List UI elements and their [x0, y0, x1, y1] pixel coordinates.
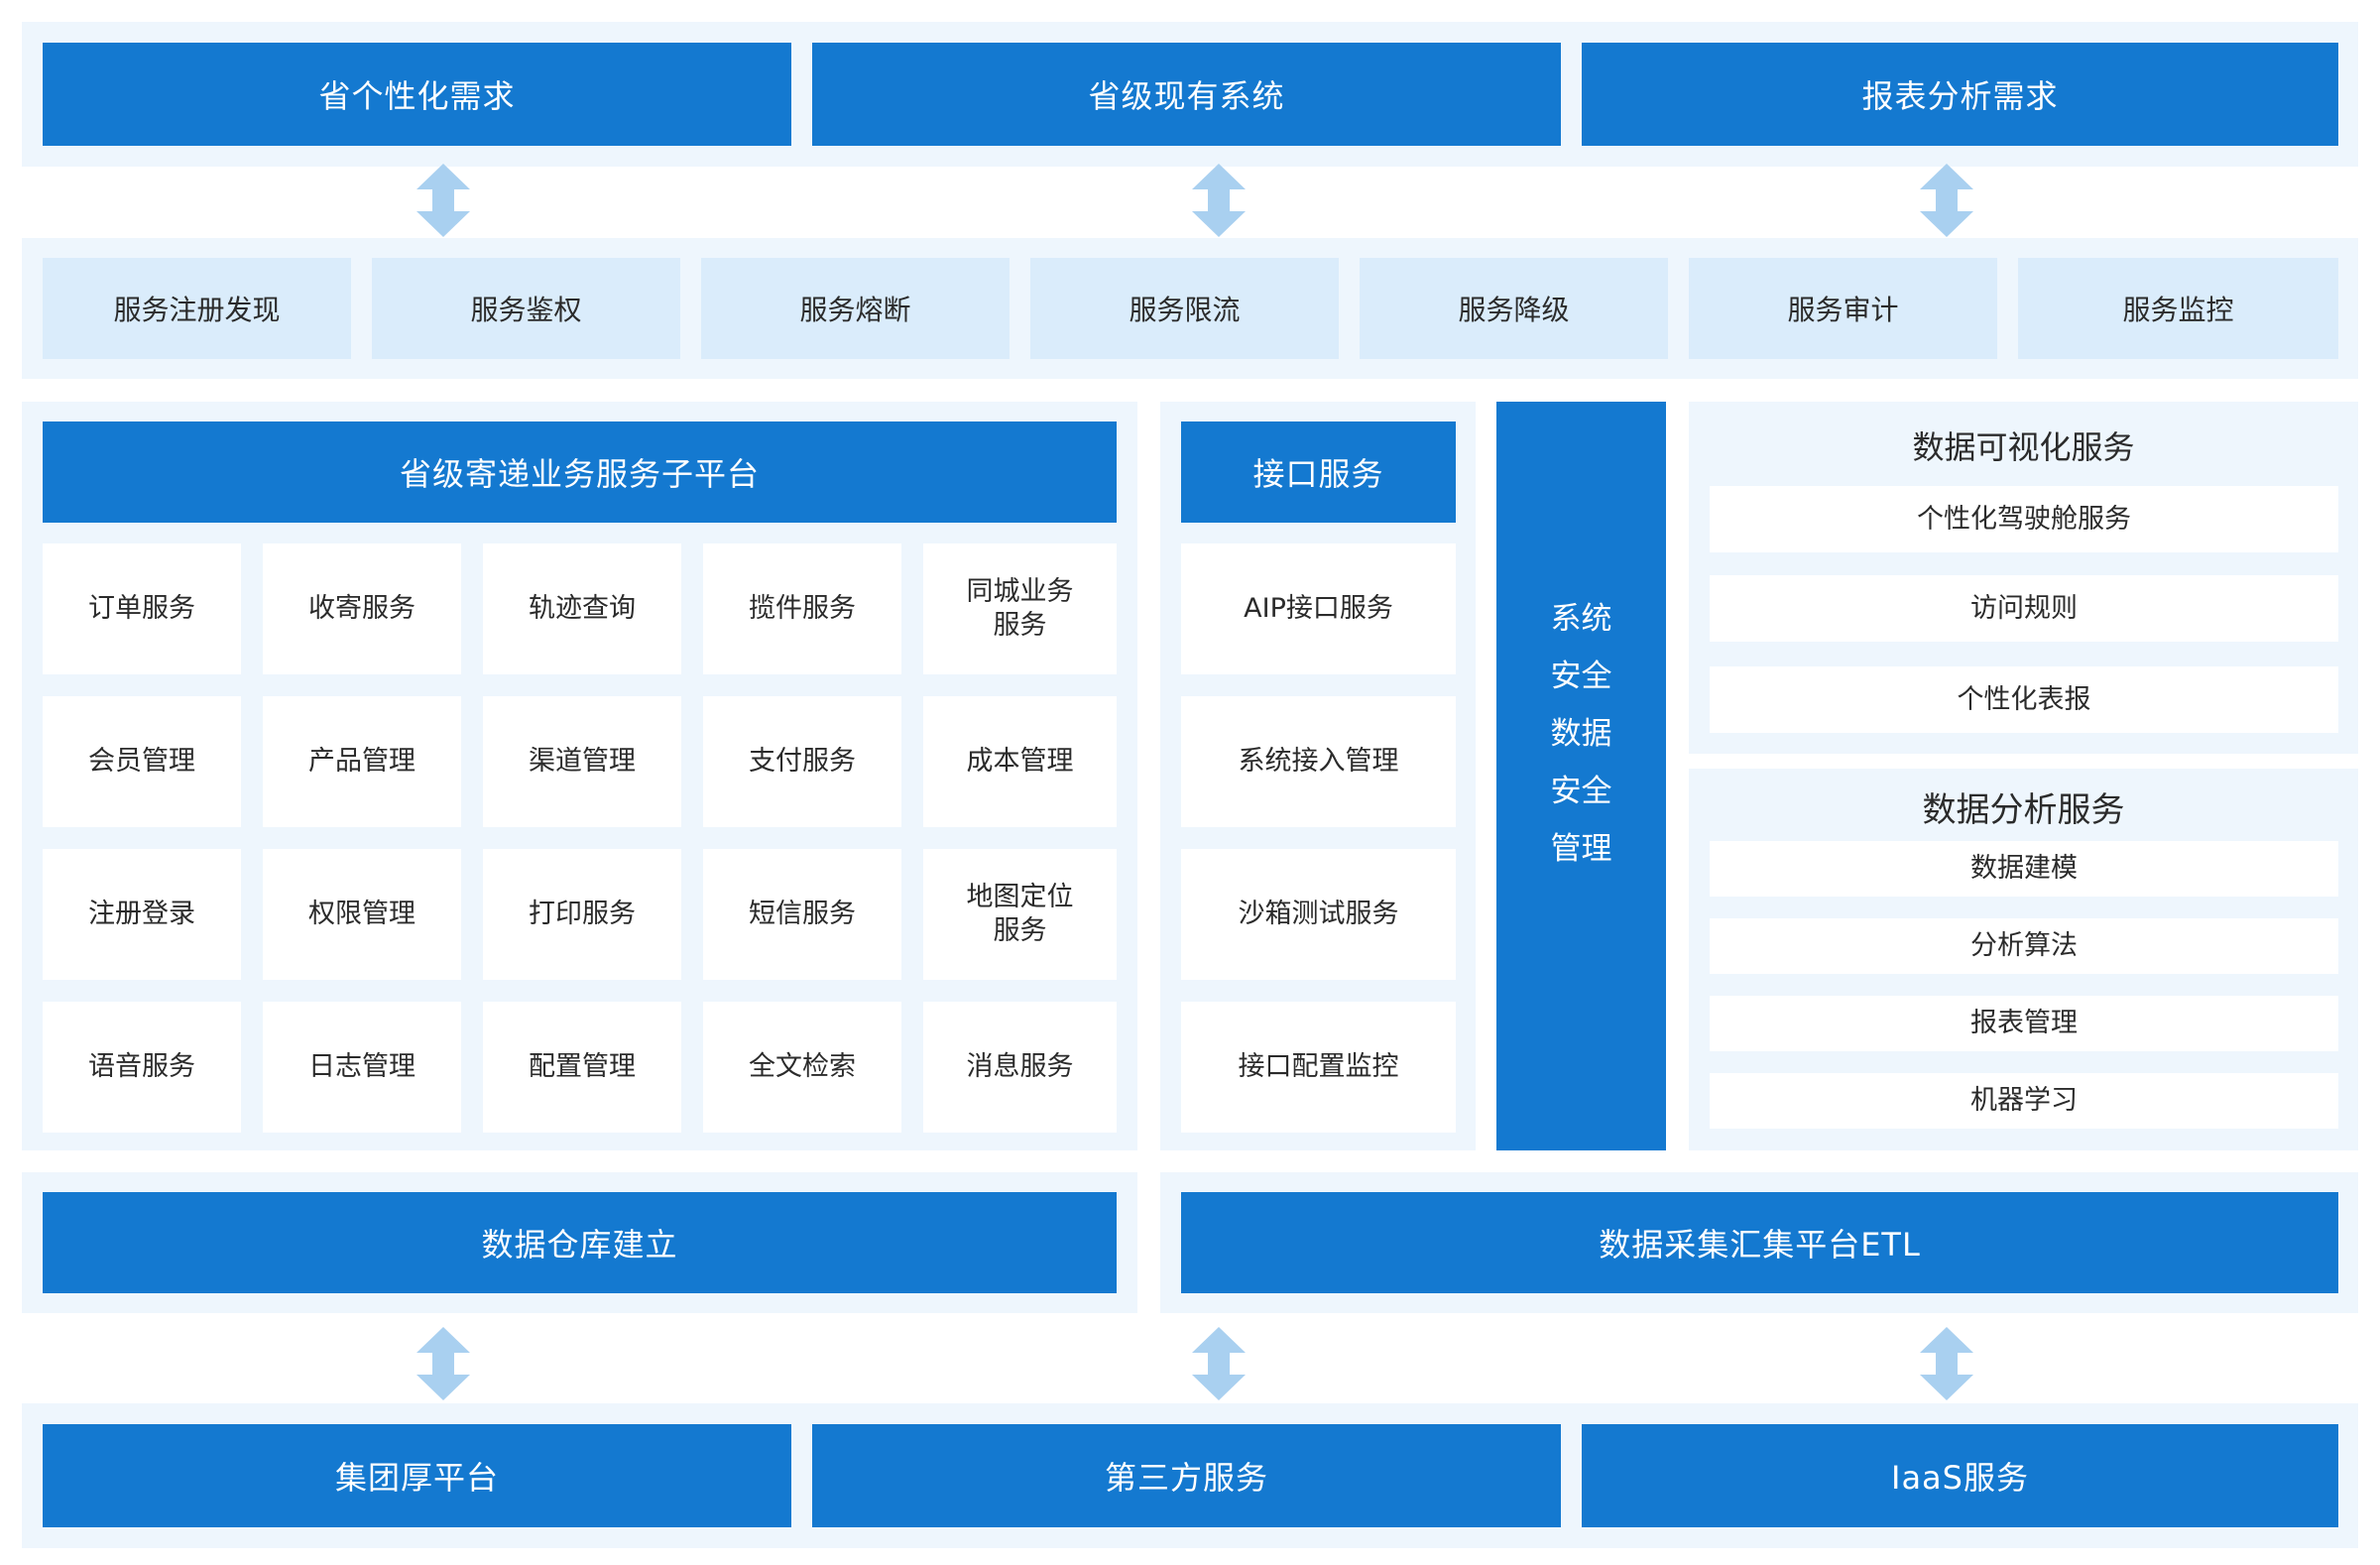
interface-item: AIP接口服务	[1181, 543, 1456, 674]
analysis-title: 数据分析服务	[1922, 789, 2125, 830]
platform-service: 轨迹查询	[483, 543, 681, 674]
security-management-label: 系统 安全 数据 安全 管理	[1496, 402, 1666, 1066]
security-line: 系统	[1550, 601, 1612, 637]
governance-box: 服务鉴权	[372, 258, 680, 359]
platform-service: 揽件服务	[703, 543, 901, 674]
top-requirement-box: 省个性化需求	[43, 43, 791, 146]
interface-title: 接口服务	[1181, 421, 1456, 523]
security-line: 数据	[1550, 716, 1612, 752]
platform-service: 消息服务	[923, 1002, 1117, 1133]
platform-service: 渠道管理	[483, 696, 681, 827]
bottom-platform-box: IaaS服务	[1582, 1424, 2338, 1527]
analysis-item: 机器学习	[1710, 1073, 2338, 1129]
double-arrow-icon	[416, 164, 470, 237]
platform-service: 打印服务	[483, 849, 681, 980]
platform-service: 收寄服务	[263, 543, 461, 674]
double-arrow-icon	[416, 1327, 470, 1400]
platform-service: 会员管理	[43, 696, 241, 827]
security-line: 安全	[1550, 659, 1612, 694]
analysis-item: 报表管理	[1710, 996, 2338, 1051]
governance-box: 服务监控	[2018, 258, 2338, 359]
governance-box: 服务降级	[1360, 258, 1668, 359]
platform-service: 支付服务	[703, 696, 901, 827]
double-arrow-icon	[1192, 164, 1246, 237]
etl-box: 数据采集汇集平台ETL	[1181, 1192, 2338, 1293]
platform-service: 日志管理	[263, 1002, 461, 1133]
visualization-item: 个性化驾驶舱服务	[1710, 486, 2338, 552]
double-arrow-icon	[1920, 1327, 1973, 1400]
interface-item: 沙箱测试服务	[1181, 849, 1456, 980]
analysis-item: 数据建模	[1710, 841, 2338, 897]
top-requirement-box: 报表分析需求	[1582, 43, 2338, 146]
platform-service: 地图定位 服务	[923, 849, 1117, 980]
bottom-platform-box: 第三方服务	[812, 1424, 1561, 1527]
governance-box: 服务注册发现	[43, 258, 351, 359]
security-line: 安全	[1550, 774, 1612, 809]
platform-service: 同城业务 服务	[923, 543, 1117, 674]
platform-service: 注册登录	[43, 849, 241, 980]
interface-item: 系统接入管理	[1181, 696, 1456, 827]
warehouse-box: 数据仓库建立	[43, 1192, 1117, 1293]
double-arrow-icon	[1920, 164, 1973, 237]
security-line: 管理	[1550, 831, 1612, 867]
platform-service: 全文检索	[703, 1002, 901, 1133]
platform-service: 订单服务	[43, 543, 241, 674]
security-management-box	[1496, 402, 1666, 1150]
platform-service: 产品管理	[263, 696, 461, 827]
governance-box: 服务限流	[1030, 258, 1339, 359]
platform-service: 配置管理	[483, 1002, 681, 1133]
visualization-item: 个性化表报	[1710, 666, 2338, 733]
double-arrow-icon	[1192, 1327, 1246, 1400]
platform-service: 语音服务	[43, 1002, 241, 1133]
visualization-title: 数据可视化服务	[1912, 428, 2135, 466]
analysis-item: 分析算法	[1710, 918, 2338, 974]
governance-box: 服务审计	[1689, 258, 1997, 359]
platform-service: 权限管理	[263, 849, 461, 980]
bottom-platform-box: 集团厚平台	[43, 1424, 791, 1527]
platform-service: 短信服务	[703, 849, 901, 980]
top-requirement-box: 省级现有系统	[812, 43, 1561, 146]
governance-box: 服务熔断	[701, 258, 1010, 359]
platform-title: 省级寄递业务服务子平台	[43, 421, 1117, 523]
interface-item: 接口配置监控	[1181, 1002, 1456, 1133]
platform-service: 成本管理	[923, 696, 1117, 827]
visualization-item: 访问规则	[1710, 575, 2338, 642]
